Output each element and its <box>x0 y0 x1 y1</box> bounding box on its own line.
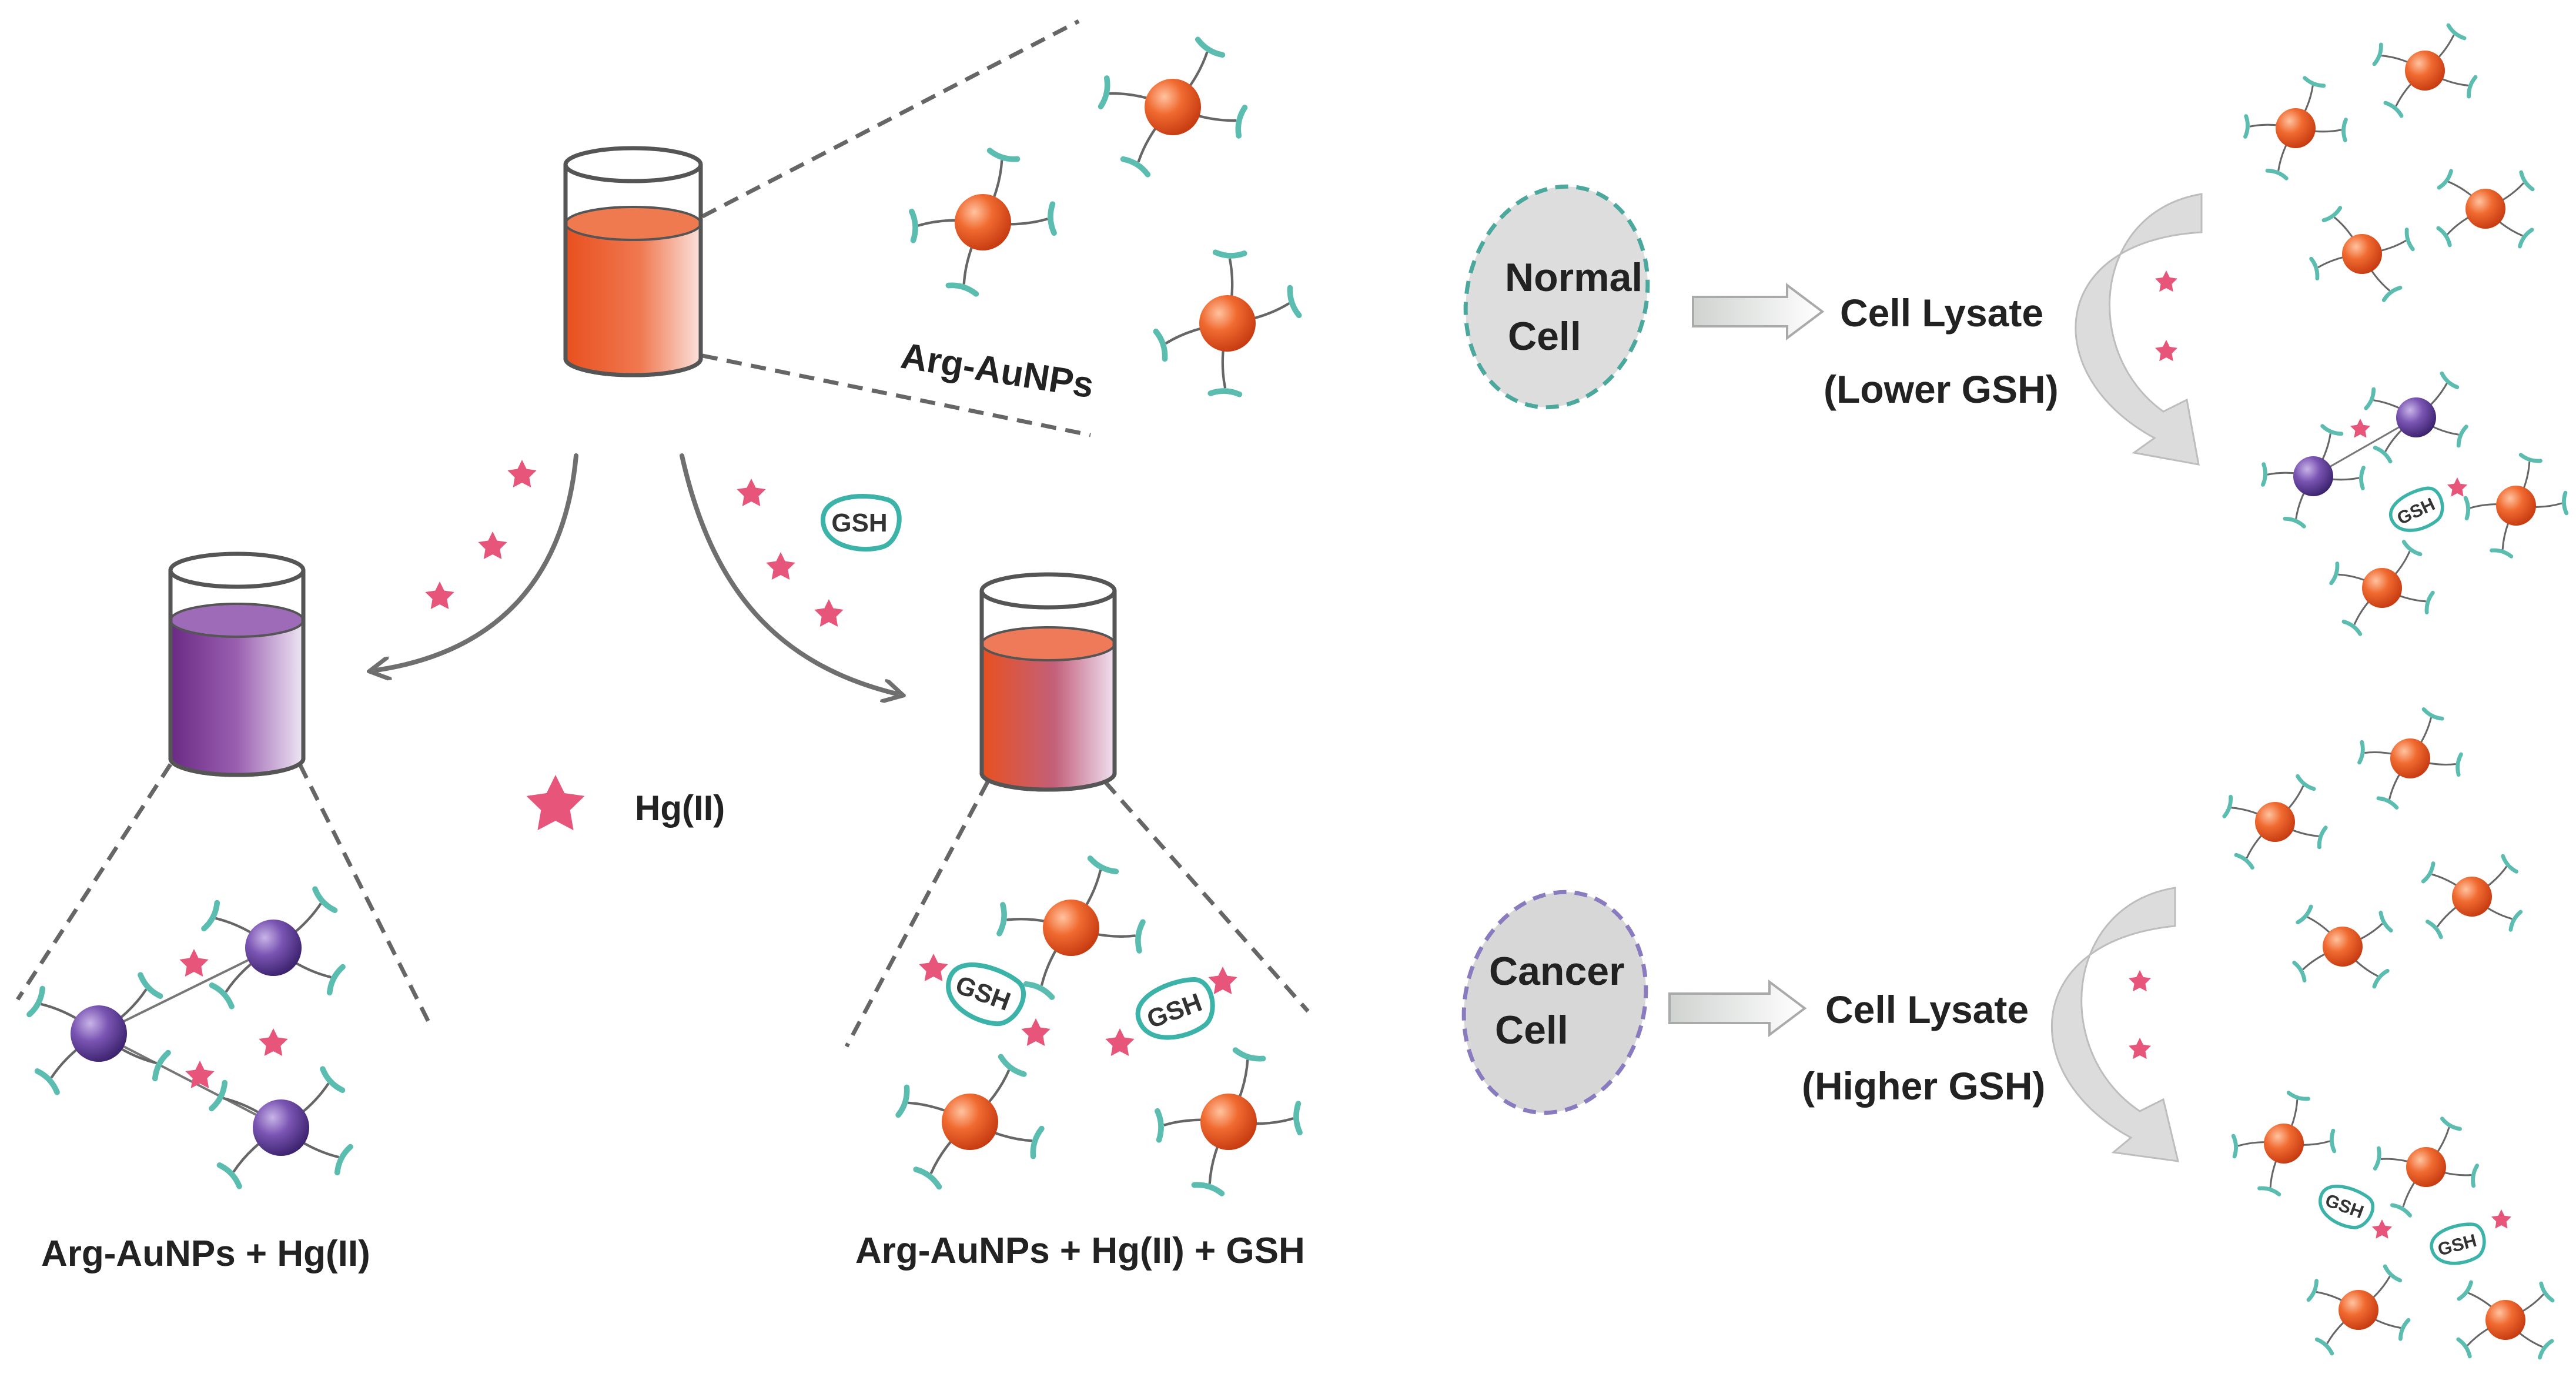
mercury-ion-star-icon <box>737 479 766 506</box>
gsh-molecule: GSH <box>2388 486 2444 532</box>
addition-arrows <box>2050 193 2203 1162</box>
gold-nanoparticle <box>2456 1280 2555 1360</box>
gold-nanoparticle <box>909 148 1057 297</box>
gsh-label: GSH <box>831 509 887 537</box>
arrow-to-dispersed <box>680 453 896 694</box>
gold-nanoparticle <box>2306 1264 2411 1356</box>
lysate-normal-line1: Cell Lysate <box>1840 291 2043 335</box>
gold-nanoparticle <box>2231 1091 2337 1196</box>
star-layer <box>179 270 2512 1239</box>
particle-layer <box>26 23 2569 1360</box>
gsh-molecule: GSH <box>1135 977 1215 1040</box>
mercury-ion-star-icon <box>2129 970 2151 992</box>
normal-cell-label-line2: Cell <box>1508 314 1581 359</box>
aggregated-nanoparticle <box>26 972 171 1095</box>
gold-nanoparticle <box>2292 904 2393 989</box>
normal-cell-label-line1: Normal <box>1505 255 1642 300</box>
mercury-ion-star-icon <box>919 954 948 981</box>
beaker-top <box>563 146 703 377</box>
cancer-cell <box>1461 890 1648 1115</box>
gold-nanoparticle <box>996 855 1146 1000</box>
arrow-cancer-to-lysate <box>1668 980 1807 1037</box>
label-arg-aunps: Arg-AuNPs <box>898 336 1096 406</box>
aggregated-nanoparticle <box>209 1066 353 1189</box>
mercury-ion-star-icon <box>814 599 844 627</box>
lysate-cancer-line2: (Higher GSH) <box>1802 1064 2045 1108</box>
mercury-ion-star-icon <box>2371 1219 2393 1239</box>
gold-nanoparticle <box>2243 76 2348 180</box>
gsh-molecule: GSH <box>2319 1184 2375 1229</box>
mercury-ion-star-icon <box>766 552 795 580</box>
legend-hg-star-icon <box>526 775 585 831</box>
lysate-normal-line2: (Lower GSH) <box>1824 367 2059 411</box>
gold-nanoparticle <box>1098 36 1248 178</box>
curve-arrow-normal <box>2075 193 2203 466</box>
gold-nanoparticle <box>1155 1047 1303 1196</box>
mercury-ion-star-icon <box>179 949 209 977</box>
gold-nanoparticle <box>2329 540 2435 636</box>
gold-nanoparticle <box>2372 23 2478 118</box>
mercury-ion-star-icon <box>478 531 507 559</box>
gold-nanoparticle <box>2222 774 2328 870</box>
mercury-ion-star-icon <box>2129 1038 2151 1059</box>
gsh-molecule: GSH <box>2430 1222 2486 1265</box>
mercury-ion-star-icon <box>1105 1028 1135 1056</box>
normal-cell <box>1463 184 1650 410</box>
gold-nanoparticle <box>2373 1116 2480 1218</box>
mercury-ion-star-icon <box>2491 1209 2512 1229</box>
zoom-lines <box>16 19 1310 1048</box>
aggregated-nanoparticle <box>2261 424 2366 529</box>
gold-nanoparticle <box>2357 707 2463 810</box>
aggregated-nanoparticle <box>201 886 346 1009</box>
mercury-ion-star-icon <box>1021 1018 1051 1046</box>
lysate-arrows <box>1668 283 1825 1037</box>
gold-nanoparticle <box>895 1054 1045 1190</box>
label-aggregated: Arg-AuNPs + Hg(II) <box>41 1233 370 1274</box>
beaker-dispersed <box>979 572 1117 792</box>
legend-hg-label: Hg(II) <box>635 788 725 828</box>
gold-nanoparticle <box>1153 249 1302 397</box>
mercury-ion-star-icon <box>425 581 454 609</box>
cancer-cell-label-line1: Cancer <box>1489 949 1625 994</box>
gsh-molecule: GSH <box>946 962 1026 1027</box>
gold-nanoparticle <box>2309 206 2415 302</box>
mercury-ion-star-icon <box>2350 419 2371 438</box>
gold-nanoparticle <box>2463 453 2569 559</box>
mercury-ion-star-icon <box>185 1061 215 1088</box>
arrow-to-aggregated <box>376 453 578 670</box>
lysate-cancer-line1: Cell Lysate <box>1825 988 2029 1031</box>
gold-nanoparticle <box>2436 169 2535 249</box>
gold-nanoparticle <box>2421 854 2523 940</box>
cancer-cell-label-line2: Cell <box>1495 1008 1568 1052</box>
mercury-ion-star-icon <box>2447 477 2468 497</box>
arrow-normal-to-lysate <box>1692 283 1825 340</box>
mercury-ion-star-icon <box>2155 340 2177 362</box>
gsh-layer: GSH GSH GSH GSH GSH GSH <box>820 486 2486 1265</box>
aggregated-nanoparticle <box>2364 371 2468 464</box>
process-arrows <box>376 453 896 694</box>
mercury-ion-star-icon <box>259 1028 288 1056</box>
beaker-aggregated <box>168 551 306 777</box>
mercury-ion-star-icon <box>2155 270 2177 292</box>
mercury-ion-star-icon <box>507 460 537 487</box>
mercury-ion-star-icon <box>1208 967 1237 994</box>
curve-arrow-cancer <box>2050 887 2179 1162</box>
gsh-molecule: GSH <box>820 494 902 552</box>
label-dispersed: Arg-AuNPs + Hg(II) + GSH <box>855 1231 1305 1271</box>
